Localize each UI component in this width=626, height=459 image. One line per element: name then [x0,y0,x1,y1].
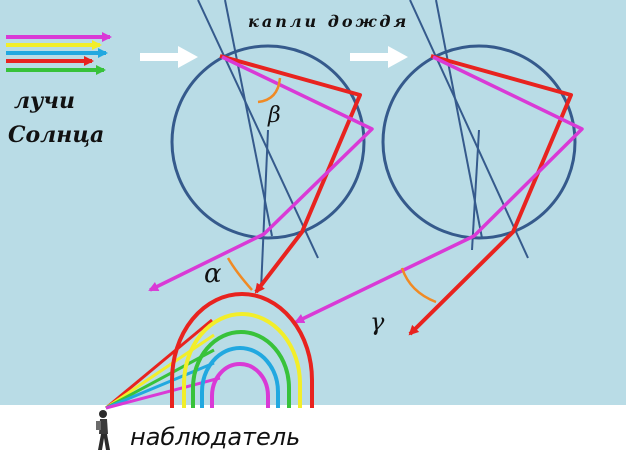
normal-line [409,0,529,259]
normal-line [197,0,319,259]
raindrop-outline [170,44,366,240]
person-walking-icon [96,410,110,450]
beta-label: β [267,103,281,128]
gamma-angle-arc [400,267,437,304]
rainbow-arc-green [191,330,291,408]
sight-line-red [105,318,213,410]
rainbow-arc-blue [200,346,280,408]
arrow-right-icon [140,46,198,68]
sun-rays [6,32,112,75]
raindrop-outline [381,44,577,240]
gamma-label: γ [370,308,385,336]
alpha-angle-arc [226,257,253,291]
normal-line [260,129,269,291]
arrow-right-icon [350,46,408,68]
beta-angle-arc [257,77,282,104]
sun-rays-label-line2: Солнца [8,122,104,148]
sight-line-green [105,348,215,410]
red-ray-path [219,54,362,294]
rainbow-arc-red [170,292,314,408]
red-ray-path [408,54,573,336]
rainbow-arc-yellow [182,312,302,408]
ground-strip [0,405,626,459]
violet-ray-path [148,55,374,292]
observer-label: наблюдатель [130,423,300,451]
rainbow-arc-violet [210,362,270,408]
raindrop-2: γ [294,0,584,336]
sight-line-yellow [105,333,215,410]
normal-line [471,129,480,251]
raindrop-1: β α [148,0,374,294]
rainbow [105,292,314,410]
alpha-label: α [204,259,222,289]
rain-drops-label: капли дождя [248,12,409,31]
violet-ray-path [294,55,584,324]
sun-rays-label-line1: лучи [14,88,75,114]
